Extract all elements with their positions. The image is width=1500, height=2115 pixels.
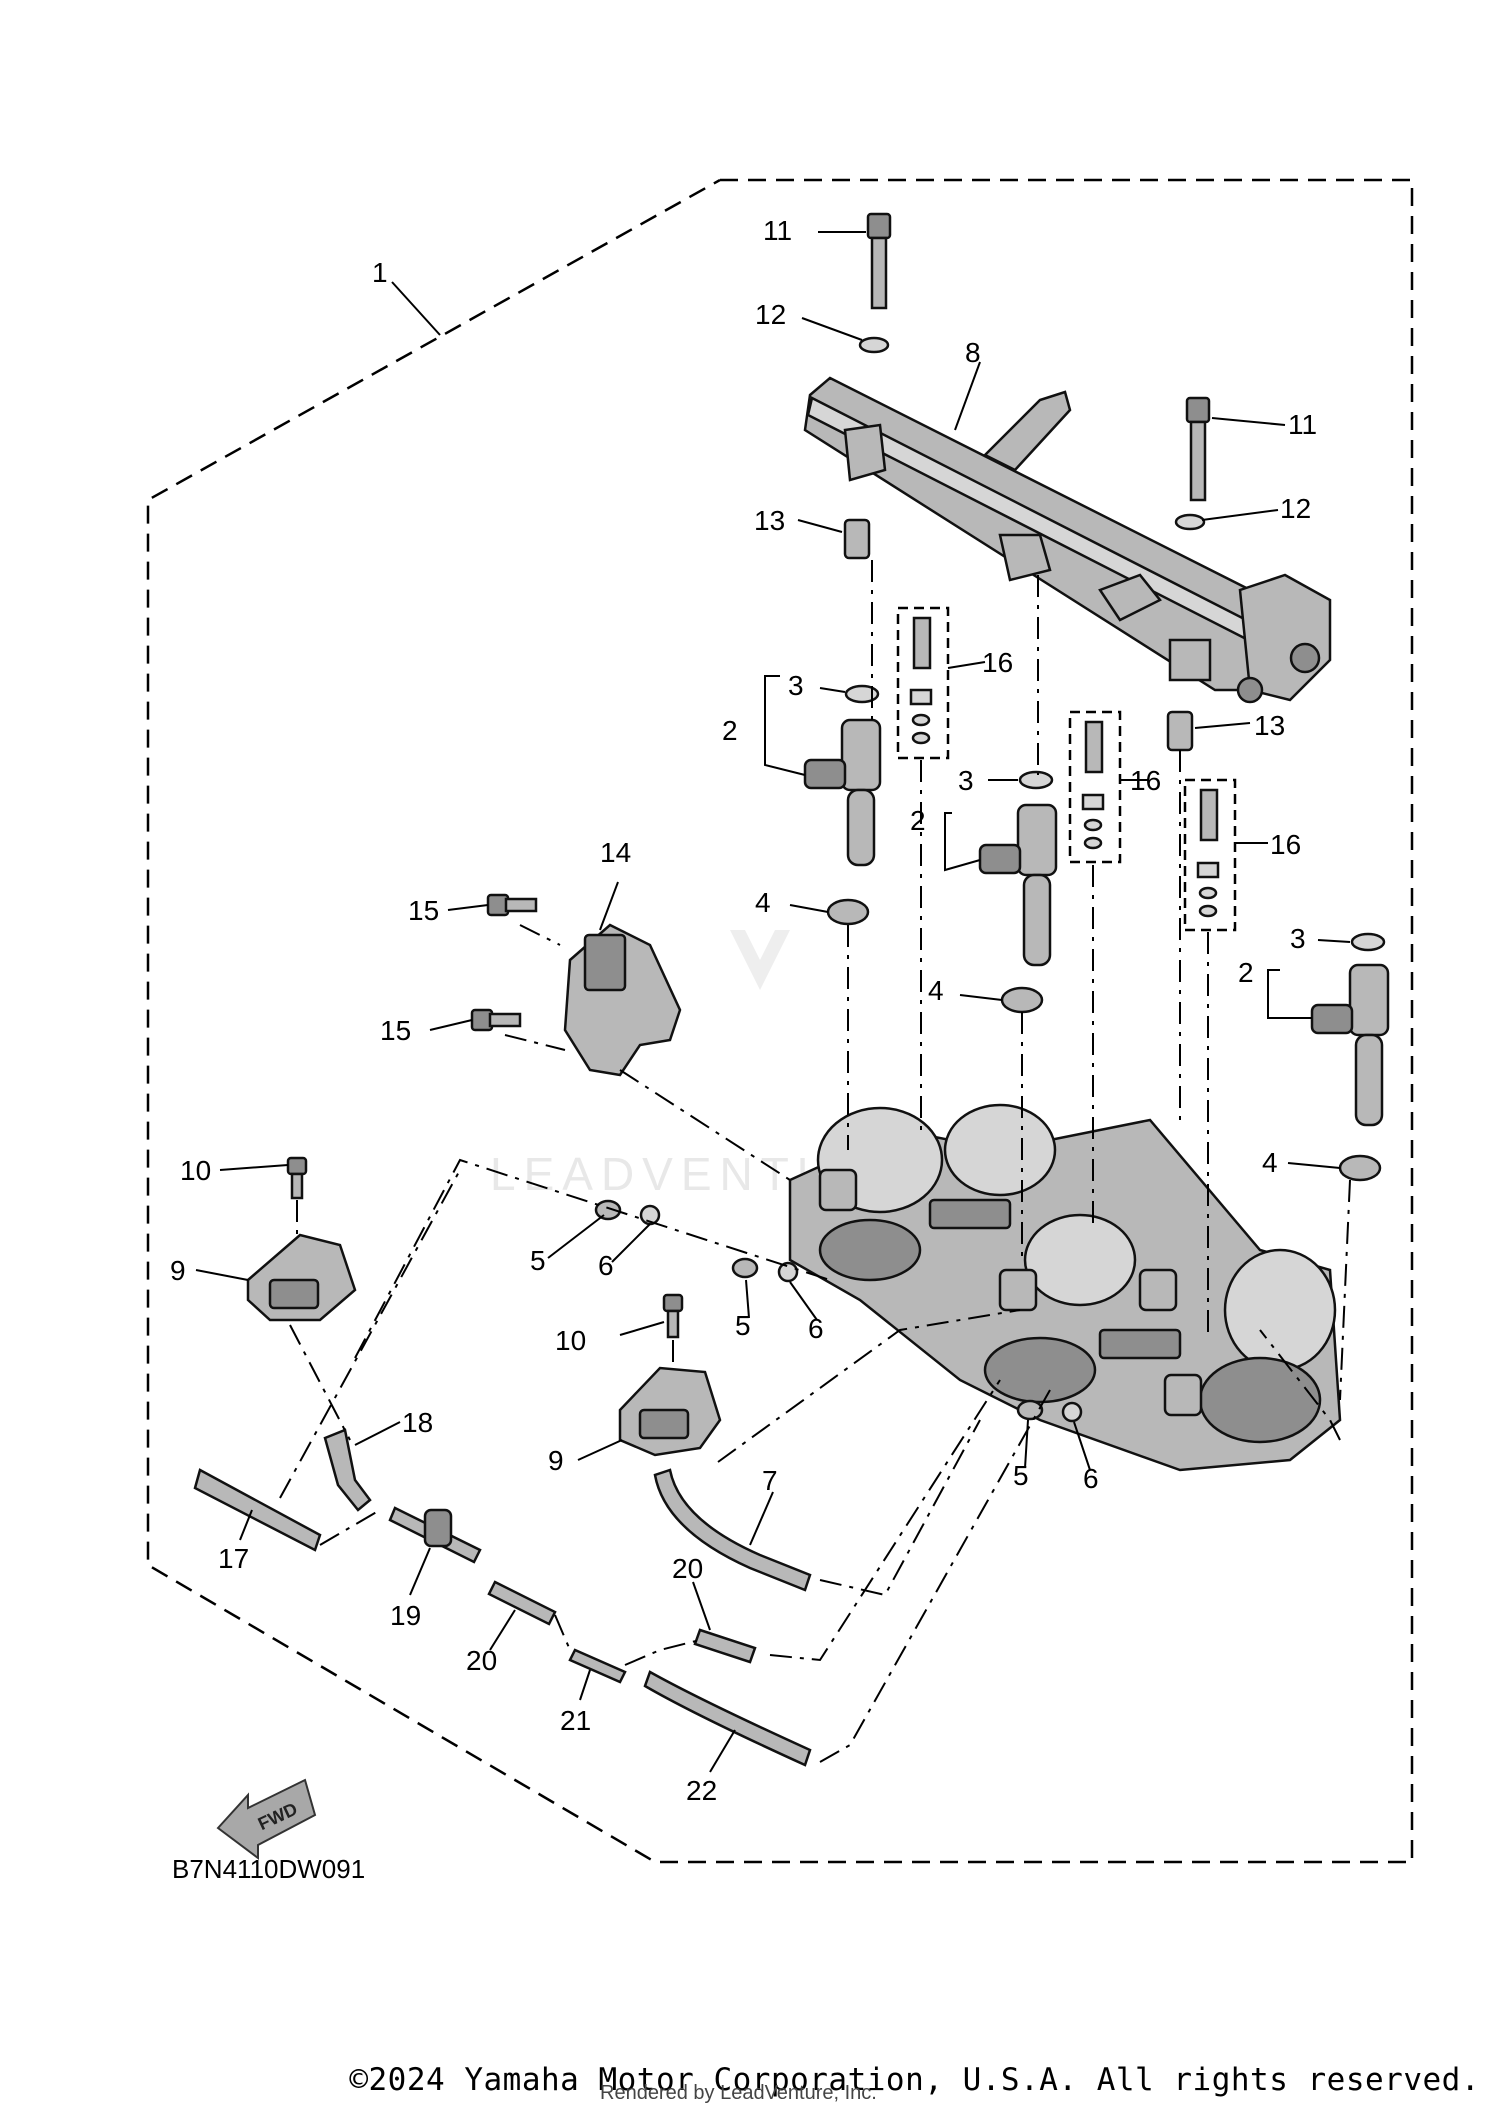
routing-lines xyxy=(279,560,1351,1763)
bolt-11-upper xyxy=(866,212,892,310)
screw-kit-16-left xyxy=(896,606,950,760)
clip-6-middle xyxy=(777,1261,799,1283)
injector-left xyxy=(803,718,882,867)
bolt-10-center xyxy=(662,1293,684,1339)
diagram-code: B7N4110DW091 xyxy=(172,1854,365,1884)
callout-11-upper: 11 xyxy=(763,215,792,246)
screw-kit-16-right xyxy=(1183,778,1237,932)
callout-8: 8 xyxy=(965,337,981,368)
callout-22: 22 xyxy=(686,1775,717,1806)
bolt-11-right xyxy=(1185,396,1211,502)
leader-lines xyxy=(195,231,1351,1773)
callout-5-lower: 5 xyxy=(1013,1460,1029,1491)
callout-14: 14 xyxy=(600,837,631,868)
callout-10-center: 10 xyxy=(555,1325,586,1356)
fitting-21 xyxy=(568,1648,627,1684)
bolt-15-lower xyxy=(470,1008,522,1032)
fuel-rail xyxy=(803,376,1332,704)
callout-2-right: 2 xyxy=(1238,957,1254,988)
sensor-9-center xyxy=(618,1366,722,1457)
hose-7 xyxy=(653,1468,812,1592)
hose-18 xyxy=(323,1428,372,1512)
cap-5-upper xyxy=(594,1199,622,1221)
o-ring-3-left xyxy=(844,684,880,704)
hose-20-upper xyxy=(693,1628,757,1664)
assembly-boundary xyxy=(146,178,1414,1864)
screw-kit-16-center xyxy=(1068,710,1122,864)
callout-17: 17 xyxy=(218,1543,249,1574)
washer-12-right xyxy=(1174,513,1206,531)
callout-5-upper: 5 xyxy=(530,1245,546,1276)
seal-4-center xyxy=(1000,986,1044,1014)
callout-4-center: 4 xyxy=(928,975,944,1006)
callout-3-left: 3 xyxy=(788,670,804,701)
callout-3-right: 3 xyxy=(1290,923,1306,954)
callout-18: 18 xyxy=(402,1407,433,1438)
callout-6-middle: 6 xyxy=(808,1313,824,1344)
o-ring-3-center xyxy=(1018,770,1054,790)
callout-20-upper: 20 xyxy=(672,1553,703,1584)
callout-9-left: 9 xyxy=(170,1255,186,1286)
callout-9-center: 9 xyxy=(548,1445,564,1476)
copyright-notice: ©2024 Yamaha Motor Corporation, U.S.A. A… xyxy=(349,2062,1480,2098)
callout-16-left: 16 xyxy=(982,647,1013,678)
callout-15-lower: 15 xyxy=(380,1015,411,1046)
callout-1: 1 xyxy=(372,257,388,288)
sensor-9-left xyxy=(246,1233,357,1322)
hose-17 xyxy=(193,1468,322,1552)
callout-5-middle: 5 xyxy=(735,1310,751,1341)
injector-center xyxy=(978,803,1058,967)
callout-13-right: 13 xyxy=(1254,710,1285,741)
washer-12-upper xyxy=(858,336,890,354)
bolt-15-upper xyxy=(486,893,538,917)
callout-4-right: 4 xyxy=(1262,1147,1278,1178)
callout-19: 19 xyxy=(390,1600,421,1631)
hose-22 xyxy=(643,1670,812,1767)
callout-3-center: 3 xyxy=(958,765,974,796)
seal-4-right xyxy=(1338,1154,1382,1182)
callout-21: 21 xyxy=(560,1705,591,1736)
clip-6-lower xyxy=(1061,1401,1083,1423)
o-ring-3-right xyxy=(1350,932,1386,952)
bolt-10-left xyxy=(286,1156,308,1200)
callout-12-upper: 12 xyxy=(755,299,786,330)
callout-numbers: 1 2 2 2 3 3 3 4 4 4 4 5 5 5 6 6 6 7 8 9 … xyxy=(170,215,1317,1806)
map-sensor-14 xyxy=(563,923,682,1077)
throttle-body xyxy=(788,1103,1342,1472)
hose-20-lower xyxy=(487,1580,557,1626)
callout-15-upper: 15 xyxy=(408,895,439,926)
fitting-19 xyxy=(388,1506,482,1564)
callout-2-left: 2 xyxy=(722,715,738,746)
callout-11-right: 11 xyxy=(1288,409,1317,440)
collar-13-left xyxy=(843,518,871,560)
callout-12-right: 12 xyxy=(1280,493,1311,524)
callout-6-upper: 6 xyxy=(598,1250,614,1281)
injector-right xyxy=(1310,963,1390,1127)
callout-4-left: 4 xyxy=(755,887,771,918)
cap-5-lower xyxy=(1016,1399,1044,1421)
callout-7: 7 xyxy=(762,1465,778,1496)
seal-4-left xyxy=(826,898,870,926)
callout-16-right: 16 xyxy=(1270,829,1301,860)
callout-20-lower: 20 xyxy=(466,1645,497,1676)
collar-13-right xyxy=(1166,710,1194,752)
callout-6-lower: 6 xyxy=(1083,1463,1099,1494)
callout-10-left: 10 xyxy=(180,1155,211,1186)
cap-5-middle xyxy=(731,1257,759,1279)
callout-16-center: 16 xyxy=(1130,765,1161,796)
callout-13-left: 13 xyxy=(754,505,785,536)
callout-2-center: 2 xyxy=(910,805,926,836)
rendered-by-credit: Rendered by LeadVenture, Inc. xyxy=(600,2082,877,2104)
fwd-arrow: FWD xyxy=(216,1778,317,1860)
